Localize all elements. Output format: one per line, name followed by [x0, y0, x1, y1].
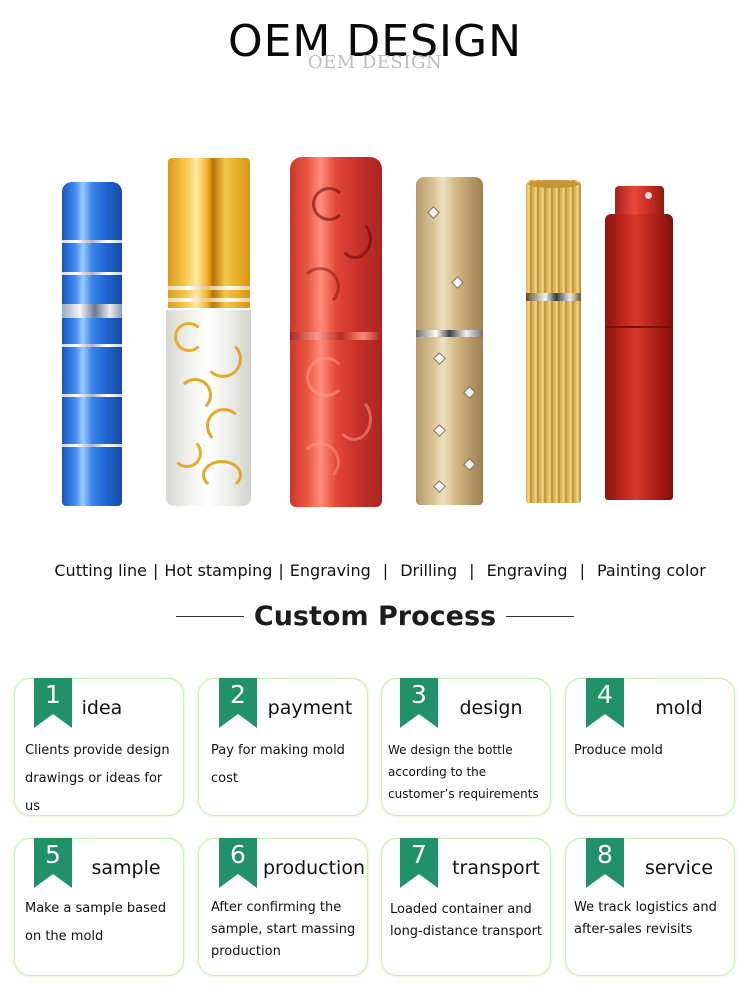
engraved-swirl	[338, 219, 372, 259]
drilled-dot	[434, 353, 445, 364]
silver-ring	[526, 293, 581, 301]
page-title: OEM DESIGN	[228, 16, 522, 67]
step-number: 8	[597, 840, 613, 869]
step-number: 6	[230, 840, 246, 869]
body-seam	[290, 332, 382, 340]
engraved-swirl	[300, 442, 340, 482]
step-ribbon-icon: 6	[219, 838, 257, 888]
silver-collar	[62, 304, 122, 318]
process-card-idea: 1 idea Clients provide design drawings o…	[14, 678, 184, 816]
divider-right	[506, 615, 575, 617]
step-description: Produce mold	[574, 743, 663, 758]
silver-band	[62, 344, 122, 347]
step-title: transport	[452, 857, 540, 879]
process-card-payment: 2 payment Pay for making mold cost	[198, 678, 368, 816]
step-ribbon-icon: 5	[34, 838, 72, 888]
process-card-sample: 5 sample Make a sample based on the mold	[14, 838, 184, 976]
section-heading: Custom Process	[0, 596, 750, 636]
separator: |	[278, 561, 284, 580]
step-description: Loaded container and long-distance trans…	[390, 902, 543, 939]
silver-band	[62, 272, 122, 275]
step-number: 7	[411, 840, 427, 869]
drilled-dot	[464, 459, 475, 470]
gold-swirl	[206, 408, 242, 444]
divider-left	[175, 615, 244, 617]
step-description: Clients provide design drawings or ideas…	[25, 743, 170, 814]
cap-ring	[168, 286, 250, 290]
process-card-mold: 4 mold Produce mold	[565, 678, 735, 816]
body-seam	[605, 326, 673, 328]
step-ribbon-icon: 7	[400, 838, 438, 888]
product-red-painted	[605, 214, 673, 500]
process-card-service: 8 service We track logistics and after-s…	[565, 838, 735, 976]
separator: |	[469, 561, 475, 580]
step-ribbon-icon: 3	[400, 678, 438, 728]
technique-label: Engraving	[289, 561, 371, 580]
technique-label: Drilling	[400, 561, 458, 580]
engraved-swirl	[336, 397, 372, 441]
drilled-dot	[464, 387, 475, 398]
step-title: service	[644, 857, 714, 879]
silver-band	[62, 394, 122, 397]
step-title: sample	[91, 857, 161, 879]
step-number: 3	[411, 680, 427, 709]
step-description: We design the bottle according to the cu…	[388, 743, 539, 801]
title-watermark: OEM DESIGN	[307, 52, 443, 73]
ribbed-top	[528, 180, 579, 188]
gold-swirl	[202, 460, 242, 490]
step-title: production	[262, 857, 366, 879]
step-title: payment	[267, 697, 353, 719]
product-blue-atomizer	[62, 182, 122, 506]
product-red-engraved	[290, 157, 382, 507]
gold-swirl	[172, 438, 202, 468]
step-number: 4	[597, 680, 613, 709]
product-frosted-glass-body	[166, 310, 251, 506]
step-description: After confirming the sample, start massi…	[211, 900, 356, 959]
process-card-transport: 7 transport Loaded container and long-di…	[381, 838, 551, 976]
separator: |	[382, 561, 389, 580]
section-title: Custom Process	[253, 600, 497, 632]
drilled-dot	[428, 207, 439, 218]
drilled-dot	[452, 277, 463, 288]
step-title: mold	[655, 697, 703, 719]
silver-ring	[416, 330, 483, 337]
step-description: We track logistics and after-sales revis…	[574, 900, 717, 937]
drilled-dot	[434, 481, 445, 492]
technique-label: Cutting line	[54, 561, 147, 580]
step-description: Pay for making mold cost	[211, 743, 345, 786]
cap-ring	[168, 298, 250, 302]
step-title: idea	[81, 697, 123, 719]
technique-label: Engraving	[486, 561, 568, 580]
separator: |	[152, 561, 159, 580]
step-ribbon-icon: 8	[586, 838, 624, 888]
product-gold-cap	[168, 158, 250, 308]
process-card-production: 6 production After confirming the sample…	[198, 838, 368, 976]
product-gold-ribbed	[526, 180, 581, 503]
engraved-swirl	[312, 187, 346, 221]
step-number: 1	[45, 680, 61, 709]
separator: |	[579, 561, 585, 580]
technique-label: Hot stamping	[164, 561, 273, 580]
process-card-design: 3 design We design the bottle according …	[381, 678, 551, 816]
spray-nozzle	[645, 192, 652, 199]
product-red-spray-cap	[615, 186, 664, 216]
product-champagne-drilled	[416, 177, 483, 505]
step-number: 5	[45, 840, 61, 869]
technique-label: Painting color	[596, 561, 706, 580]
silver-band	[62, 240, 122, 243]
step-description: Make a sample based on the mold	[25, 901, 167, 944]
step-ribbon-icon: 2	[219, 678, 257, 728]
step-number: 2	[230, 680, 246, 709]
gold-swirl	[174, 322, 204, 352]
step-ribbon-icon: 1	[34, 678, 72, 728]
engraved-swirl	[300, 267, 340, 307]
engraved-swirl	[306, 357, 346, 397]
silver-band	[62, 444, 122, 447]
technique-labels: Cutting line | Hot stamping | Engraving | Dril…	[0, 538, 750, 582]
step-ribbon-icon: 4	[586, 678, 624, 728]
drilled-dot	[434, 425, 445, 436]
step-title: design	[459, 697, 523, 719]
gold-swirl	[178, 378, 212, 412]
gold-swirl	[204, 340, 242, 378]
